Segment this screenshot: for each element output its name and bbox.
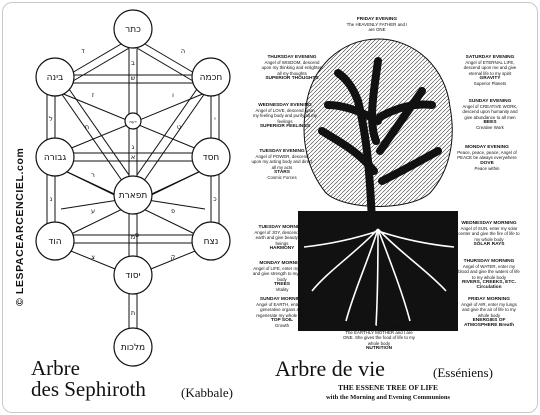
sephira-malkhut-node [113, 327, 153, 367]
path-letter: ש [131, 74, 136, 82]
sephira-netzach-node [191, 221, 231, 261]
sephira-tiferet-label: תפארת [119, 191, 148, 201]
path-letter: ט [177, 123, 181, 131]
path-letter: ר [91, 171, 95, 179]
tree-of-life-title: Arbre de vie [275, 356, 385, 381]
essene-caption-line2: with the Morning and Evening Communions [325, 394, 451, 401]
sephiroth-diagram: כתר בינה חכמה דעת גבורה חסד תפארת הוד נצ… [35, 9, 231, 367]
path-letter: מ [131, 233, 135, 241]
sephira-tiferet-node [113, 175, 153, 215]
path-letter: ז [92, 91, 94, 99]
path-letter: ג [132, 143, 135, 151]
path-letter: כ [213, 195, 217, 203]
path-letter: א [131, 153, 135, 161]
path-letter: ו [172, 91, 174, 99]
essene-caption-line1: THE ESSENE TREE OF LIFE [337, 383, 439, 392]
sephira-netzach-label: נצח [204, 237, 219, 247]
sephira-daat-label: דעת [129, 119, 137, 124]
path-letter: ע [91, 207, 95, 215]
sephiroth-title-line1: Arbre [31, 356, 80, 380]
sephira-hod-node [35, 221, 75, 261]
sephira-keter-label: כתר [125, 25, 141, 35]
sephira-binah-node [35, 57, 75, 97]
sephira-binah-label: בינה [47, 73, 64, 83]
sephira-hod-label: הוד [48, 237, 61, 247]
sephiroth-title-line2: des Sephiroth [31, 377, 146, 401]
path-letter: ח [85, 123, 89, 131]
sephira-chesed-node [191, 137, 231, 177]
path-letter: ס [135, 231, 139, 239]
path-letter: פ [171, 207, 175, 215]
path-letter: ד [81, 47, 85, 55]
sephira-daat-node [124, 112, 142, 130]
sephira-yesod-label: יסוד [125, 271, 140, 281]
essene-tree-illustration [298, 38, 458, 331]
path-letter: נ [50, 195, 53, 203]
tree-of-life-title-suffix: (Esséniens) [433, 365, 493, 380]
sephira-chokhmah-label: חכמה [200, 73, 223, 83]
path-letter: י [214, 115, 216, 123]
sephira-gevurah-node [35, 137, 75, 177]
tree-roots [303, 228, 455, 327]
sephira-gevurah-label: גבורה [44, 153, 67, 163]
path-letter: ב [131, 59, 135, 67]
sephira-chesed-label: חסד [203, 153, 220, 163]
path-letter: ל [49, 115, 53, 123]
path-letter: צ [91, 253, 95, 261]
path-letter: ה [181, 47, 185, 55]
sephira-malkhut-label: מלכות [121, 343, 145, 353]
sephira-keter-node [113, 9, 153, 49]
sephira-chokhmah-node [191, 57, 231, 97]
sephira-yesod-node [113, 255, 153, 295]
path-letter: ת [131, 309, 135, 317]
sephiroth-title-suffix: (Kabbale) [181, 385, 233, 400]
tree-branches [318, 57, 442, 225]
path-letter: ק [171, 253, 176, 261]
